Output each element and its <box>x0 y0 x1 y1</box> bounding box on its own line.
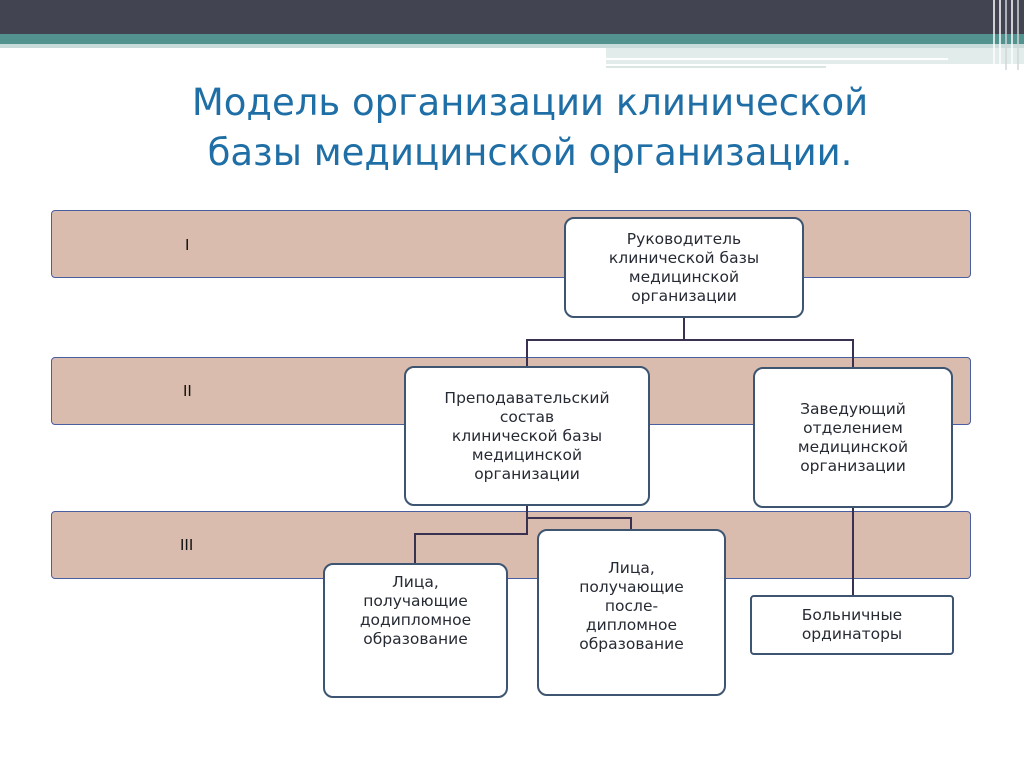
level-label-2: II <box>183 382 192 400</box>
level-band-1 <box>51 210 971 278</box>
node-text-line: клинической базы <box>451 426 603 445</box>
node-text-line: образование <box>579 635 684 653</box>
title-line-1: Модель организации клинической <box>191 81 869 124</box>
node-text-line: образование <box>363 630 468 648</box>
header-right-panel <box>606 48 1024 64</box>
level-label-3: III <box>180 536 194 554</box>
node-text-line: клинической базы <box>608 248 760 267</box>
header-bar <box>0 0 1024 34</box>
node-clinical-base-head: Руководитель клинической базы медицинско… <box>564 217 804 318</box>
page-title: Модель организации клинической базы меди… <box>150 78 910 178</box>
node-text-line: получающие <box>579 578 684 596</box>
header-light-stripe <box>0 44 1024 48</box>
node-text-line: организации <box>474 464 580 483</box>
header-accent-stripe <box>0 34 1024 44</box>
node-text-line: дипломное <box>585 616 678 634</box>
header-divider-line <box>606 58 948 60</box>
node-text-line: организации <box>631 286 737 305</box>
node-undergraduate-students: Лица, получающие додипломное образование <box>323 563 508 698</box>
node-text-line: Лица, <box>608 559 655 577</box>
node-text-line: Преподавательский <box>444 388 610 407</box>
node-postgraduate-students: Лица, получающие после- дипломное образо… <box>537 529 726 696</box>
header-divider-line-2 <box>606 66 826 68</box>
node-text-line: Лица, <box>392 573 439 591</box>
node-hospital-residents: Больничные ординаторы <box>750 595 954 655</box>
node-text-line: организации <box>800 456 906 475</box>
node-text-line: отделением <box>803 418 903 437</box>
node-teaching-staff: Преподавательский состав клинической баз… <box>404 366 650 506</box>
node-text-line: медицинской <box>797 437 909 456</box>
corner-decoration <box>993 0 1019 70</box>
node-text-line: медицинской <box>628 267 740 286</box>
node-text-line: Заведующий <box>800 399 906 418</box>
node-text-line: после- <box>604 597 659 615</box>
level-band-3 <box>51 511 971 579</box>
node-text-line: медицинской <box>471 445 583 464</box>
node-text-line: получающие <box>363 592 468 610</box>
node-text-line: Больничные <box>801 606 903 624</box>
node-text-line: состав <box>499 407 555 426</box>
level-label-1: I <box>185 236 190 254</box>
node-text-line: ординаторы <box>801 625 903 643</box>
node-text-line: Руководитель <box>626 229 742 248</box>
node-text-line: додипломное <box>359 611 472 629</box>
title-line-2: базы медицинской организации. <box>207 131 853 174</box>
node-department-head: Заведующий отделением медицинской органи… <box>753 367 953 508</box>
